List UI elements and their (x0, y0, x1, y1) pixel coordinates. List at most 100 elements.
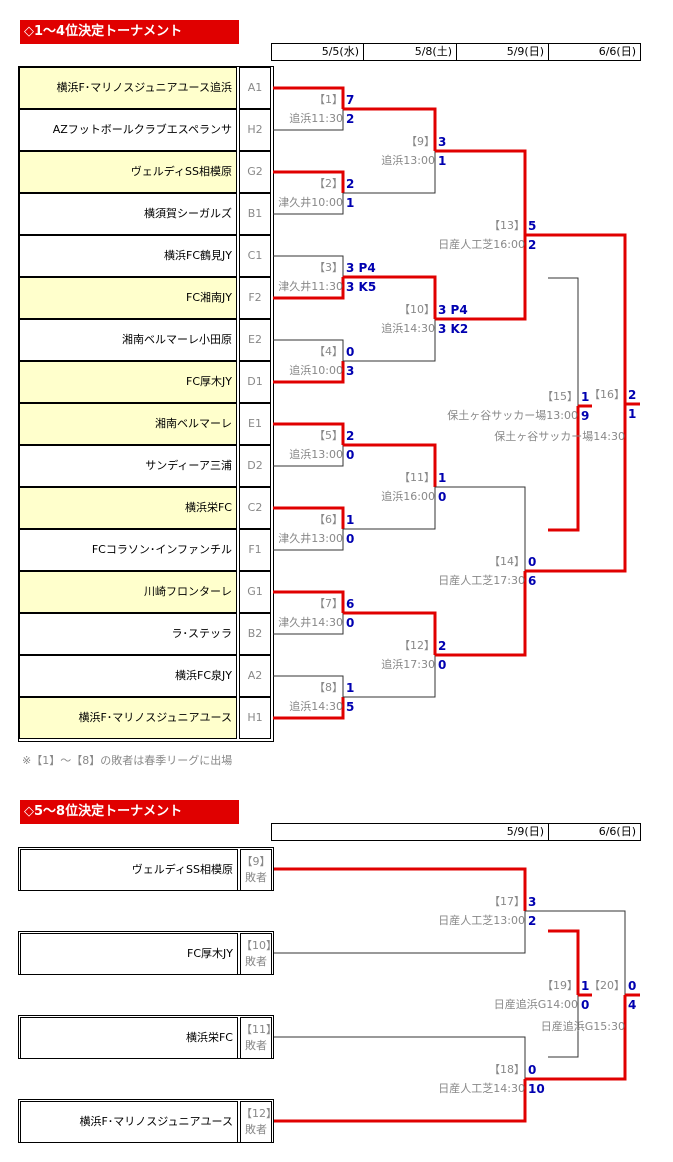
match-venue: 追浜13:00 (381, 154, 435, 167)
team-name: 横浜FC泉JY (19, 655, 237, 697)
winner-path (525, 995, 627, 1081)
bracket-path (273, 613, 344, 635)
winner-path (273, 506, 345, 529)
date-cell: 5/5(水) (272, 44, 364, 60)
match-number: 【15】 (542, 390, 578, 403)
score-top: 7 (346, 93, 355, 107)
team-seed: F2 (239, 277, 271, 319)
match-number: 【6】 (314, 513, 343, 526)
score-top: 1 (438, 471, 447, 485)
team-seed: F1 (239, 529, 271, 571)
winner-path (548, 929, 580, 995)
winner-path (273, 86, 345, 109)
score-bottom: 2 (528, 238, 537, 252)
team-name: 横浜FC鶴見JY (19, 235, 237, 277)
match-number: 【10】 (399, 303, 435, 316)
match-number: 【16】 (589, 388, 625, 401)
score-bottom: 4 (628, 998, 637, 1012)
team-row: ヴェルディSS相模原【9】 敗者 (18, 847, 274, 891)
score-top: 0 (346, 345, 355, 359)
score-top: 0 (528, 555, 537, 569)
date-cell: 5/9(日) (457, 44, 549, 60)
match-number: 【11】 (399, 471, 435, 484)
match-number: 【2】 (314, 177, 343, 190)
score-bottom: 9 (581, 409, 590, 423)
winner-path (273, 277, 345, 300)
team-name: FC厚木JY (19, 361, 237, 403)
match-number: 【18】 (489, 1063, 525, 1076)
match-venue: 日産人工芝13:00 (438, 914, 525, 927)
team-name: サンディーア三浦 (19, 445, 237, 487)
match-venue: 日産追浜G14:00 (493, 998, 578, 1011)
score-bottom: 0 (438, 490, 447, 504)
match-number: 【1】 (314, 93, 343, 106)
match-venue: 津久井10:00 (278, 196, 343, 209)
footnote: ※【1】～【8】の敗者は春季リーグに出場 (22, 754, 233, 767)
winner-path (273, 1079, 527, 1123)
winner-path (435, 571, 527, 657)
winner-path (343, 275, 437, 319)
winner-path (343, 107, 437, 151)
score-top: 3 P4 (438, 303, 468, 317)
match-number: 【5】 (314, 429, 343, 442)
team-seed: G2 (239, 151, 271, 193)
winner-path (273, 590, 345, 613)
score-bottom: 0 (346, 448, 355, 462)
match-venue: 保土ヶ谷サッカー場14:30 (494, 430, 625, 443)
team-row: 横浜F･マリノスジュニアユース【12】 敗者 (18, 1099, 277, 1143)
team-name: 横浜F･マリノスジュニアユース (20, 1101, 238, 1143)
score-bottom: 0 (581, 998, 590, 1012)
match-venue: 追浜10:00 (289, 364, 343, 377)
match-venue: 保土ヶ谷サッカー場13:00 (447, 409, 578, 422)
team-seed: 【11】 敗者 (240, 1017, 277, 1059)
score-top: 1 (581, 979, 590, 993)
score-bottom: 6 (528, 574, 537, 588)
score-top: 2 (438, 639, 447, 653)
team-seed: G1 (239, 571, 271, 613)
team-seed: D1 (239, 361, 271, 403)
score-bottom: 3 (346, 364, 355, 378)
score-top: 2 (346, 177, 355, 191)
score-top: 6 (346, 597, 355, 611)
match-number: 【8】 (314, 681, 343, 694)
score-top: 3 (438, 135, 447, 149)
winner-path (525, 404, 627, 573)
team-name: 横浜F･マリノスジュニアユース追浜 (19, 67, 237, 109)
match-number: 【13】 (489, 219, 525, 232)
team-seed: B1 (239, 193, 271, 235)
winner-path (343, 443, 437, 487)
winner-path (548, 406, 580, 532)
score-bottom: 0 (438, 658, 447, 672)
team-name: FC厚木JY (20, 933, 238, 975)
team-seed: A1 (239, 67, 271, 109)
team-name: 横須賀シーガルズ (19, 193, 237, 235)
bracket-path (343, 655, 436, 698)
team-name: ヴェルディSS相模原 (20, 849, 238, 891)
score-bottom: 3 K5 (346, 280, 377, 294)
score-bottom: 10 (528, 1082, 545, 1096)
match-venue: 津久井11:30 (278, 280, 343, 293)
section-1-title: ◇1～4位決定トーナメント (20, 20, 239, 44)
team-seed: H1 (239, 697, 271, 739)
bracket-path (548, 277, 579, 406)
date-cell: 6/6(日) (598, 825, 636, 838)
score-bottom: 3 K2 (438, 322, 469, 336)
match-venue: 日産人工芝17:30 (438, 574, 525, 587)
score-top: 1 (346, 681, 355, 695)
score-top: 0 (528, 1063, 537, 1077)
score-top: 3 (528, 895, 537, 909)
team-seed: C1 (239, 235, 271, 277)
match-venue: 追浜17:30 (381, 658, 435, 671)
bracket-path (435, 486, 526, 571)
match-venue: 追浜16:00 (381, 490, 435, 503)
date-cell: 6/6(日) (598, 45, 636, 58)
bracket-path (273, 339, 344, 361)
team-name: 横浜F･マリノスジュニアユース (19, 697, 237, 739)
match-venue: 日産人工芝14:30 (438, 1082, 525, 1095)
score-bottom: 2 (346, 112, 355, 126)
team-row: FC厚木JY【10】 敗者 (18, 931, 277, 975)
match-venue: 追浜13:00 (289, 448, 343, 461)
match-venue: 津久井13:00 (278, 532, 343, 545)
winner-path (273, 361, 345, 384)
